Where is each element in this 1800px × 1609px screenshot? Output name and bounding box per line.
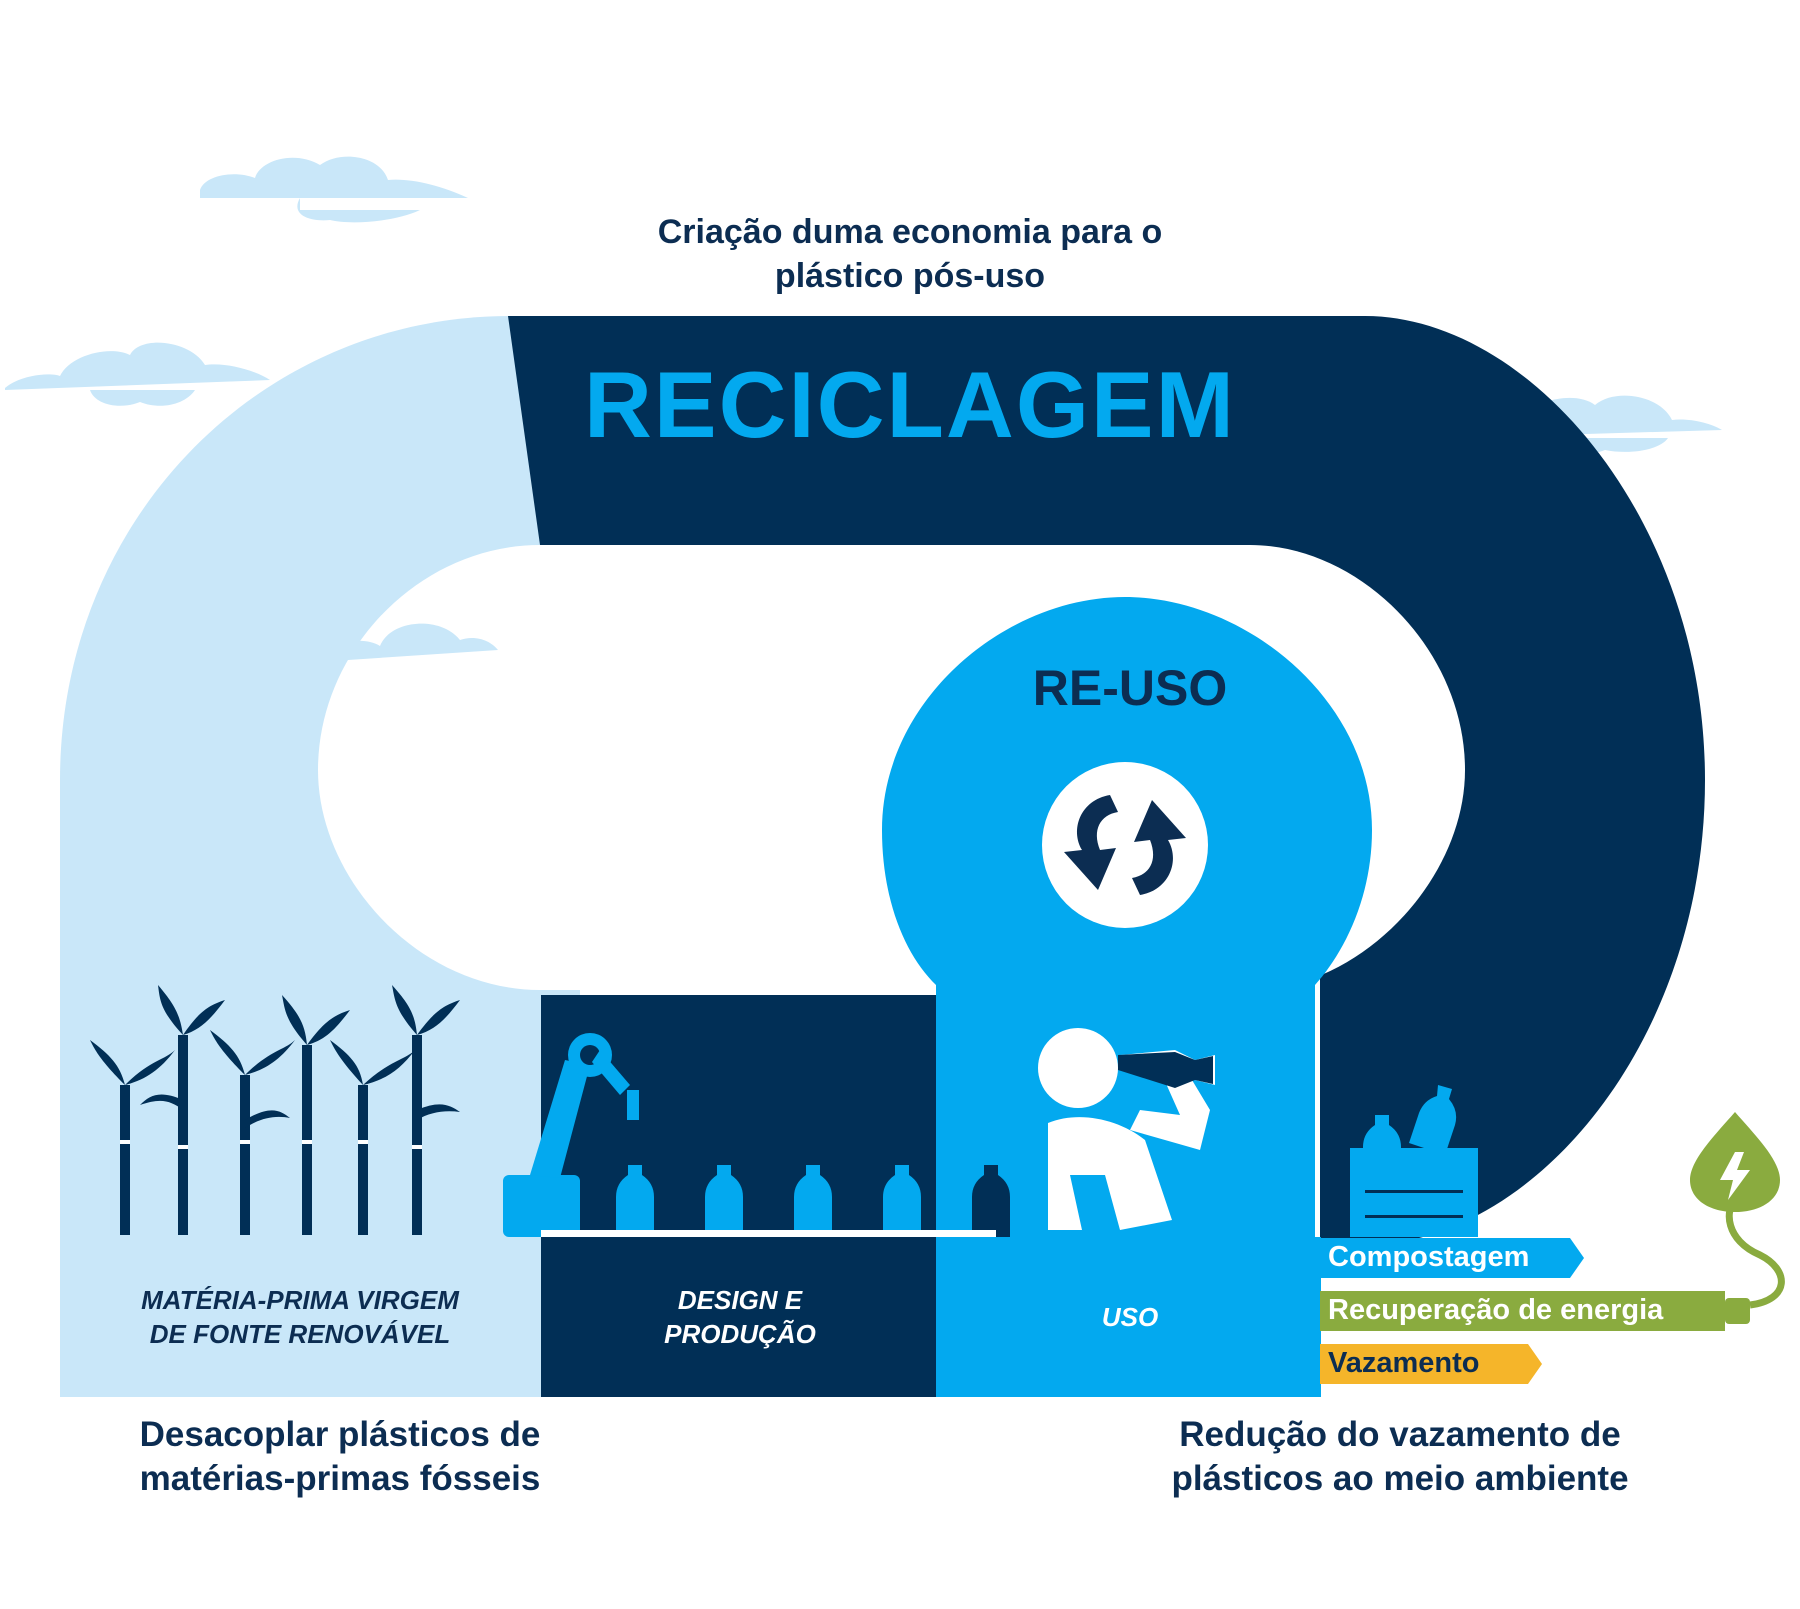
title-line-1: Criação duma economia para o (657, 213, 1163, 251)
stage-raw-line-1: MATÉRIA-PRIMA VIRGEM (141, 1285, 459, 1315)
stage-label-design: DESIGN E PRODUÇÃO (545, 1283, 935, 1351)
page-title: Criação duma economia para o plástico pó… (480, 210, 1340, 298)
compost-label: Compostagem (1328, 1241, 1530, 1273)
robot-arm-icon (503, 1033, 639, 1237)
footer-right-caption: Redução do vazamento de plásticos ao mei… (1085, 1413, 1715, 1501)
leakage-label: Vazamento (1328, 1347, 1480, 1379)
bottle-icon (1118, 1052, 1213, 1088)
footer-left-line-2: matérias-primas fósseis (139, 1459, 541, 1498)
footer-right-line-1: Redução do vazamento de (1179, 1415, 1621, 1454)
energy-recovery-label: Recuperação de energia (1328, 1294, 1664, 1326)
stage-panel-raw (60, 1237, 541, 1397)
conveyor-belt (541, 1230, 996, 1237)
stage-design-line-2: PRODUÇÃO (664, 1319, 816, 1349)
footer-left-line-1: Desacoplar plásticos de (139, 1415, 541, 1454)
energy-drop-icon (1690, 1112, 1780, 1212)
footer-left-caption: Desacoplar plásticos de matérias-primas … (60, 1413, 620, 1501)
stage-panel-use (936, 1237, 1321, 1397)
recycling-label: RECICLAGEM (584, 352, 1236, 457)
stage-design-line-1: DESIGN E (677, 1285, 803, 1315)
cloud-icon (5, 342, 270, 406)
cloud-icon (200, 156, 468, 223)
title-line-2: plástico pós-uso (774, 257, 1046, 295)
sugarcane-icon (90, 985, 460, 1235)
stage-label-use: USO (1101, 1302, 1159, 1332)
footer-right-line-2: plásticos ao meio ambiente (1171, 1459, 1629, 1498)
bottle-icon (616, 1165, 921, 1237)
stage-label-raw-material: MATÉRIA-PRIMA VIRGEM DE FONTE RENOVÁVEL (60, 1283, 540, 1351)
cloud-icon (318, 623, 498, 662)
reuse-circle (1042, 762, 1208, 928)
crate-icon (1350, 1085, 1478, 1237)
compost-arrow (1320, 1238, 1584, 1278)
energy-arrow (1320, 1291, 1725, 1331)
bottle-icon (972, 1165, 1010, 1237)
leak-arrow (1320, 1344, 1542, 1384)
stage-raw-line-2: DE FONTE RENOVÁVEL (149, 1319, 451, 1349)
recycle-arrows-icon (1064, 795, 1186, 895)
plug-icon (1718, 1195, 1785, 1324)
reuse-label: RE-USO (1032, 660, 1228, 716)
